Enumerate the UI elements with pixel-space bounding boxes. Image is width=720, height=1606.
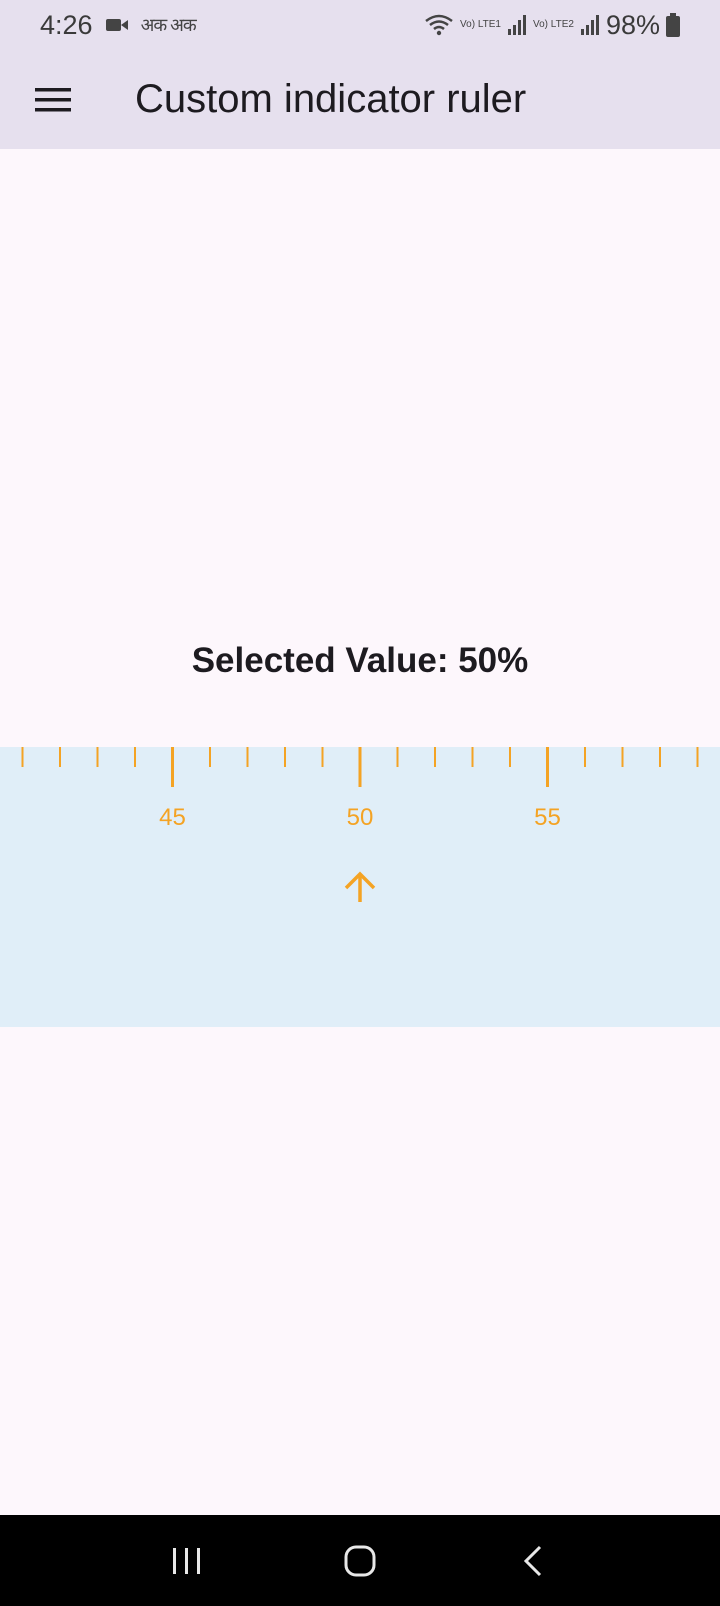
- tick-label: 50: [347, 804, 374, 831]
- sim2-label: Vo) LTE2: [533, 19, 574, 30]
- selected-value-label: Selected Value: 50%: [191, 641, 529, 680]
- status-bar: 4:26 अक अक Vo) LTE1 Vo) LTE2 98%: [0, 0, 720, 50]
- system-nav-bar: [0, 1515, 720, 1606]
- signal-icon: [580, 15, 599, 35]
- back-button[interactable]: [503, 1531, 563, 1591]
- home-icon: [344, 1545, 376, 1576]
- recent-apps-icon: [172, 1547, 200, 1574]
- recent-apps-button[interactable]: [157, 1531, 217, 1591]
- arrow-up-icon: [344, 871, 376, 902]
- battery-percent: 98%: [605, 9, 660, 40]
- ruler-slider[interactable]: 45 50 55: [0, 747, 720, 1027]
- status-notification-glyphs: अक अक: [140, 15, 197, 35]
- page-title: Custom indicator ruler: [135, 77, 527, 121]
- hamburger-menu-icon: [35, 87, 71, 111]
- home-button[interactable]: [330, 1531, 390, 1591]
- back-icon: [524, 1545, 542, 1576]
- battery-icon: [666, 13, 680, 37]
- ruler-scale[interactable]: 45 50 55: [0, 747, 720, 1027]
- tick-label: 45: [159, 804, 186, 831]
- tick-label: 55: [534, 804, 561, 831]
- wifi-icon: [425, 14, 453, 36]
- sim1-label: Vo) LTE1: [460, 19, 501, 30]
- app-bar: Custom indicator ruler: [0, 50, 720, 149]
- main-content: Selected Value: 50% 45 50 55: [0, 149, 720, 1515]
- video-record-icon: [105, 19, 128, 31]
- signal-icon: [508, 15, 526, 35]
- status-time: 4:26: [40, 9, 93, 40]
- status-right: Vo) LTE1 Vo) LTE2 98%: [424, 10, 680, 41]
- menu-button[interactable]: [8, 50, 98, 149]
- status-left: 4:26 अक अक: [40, 9, 197, 41]
